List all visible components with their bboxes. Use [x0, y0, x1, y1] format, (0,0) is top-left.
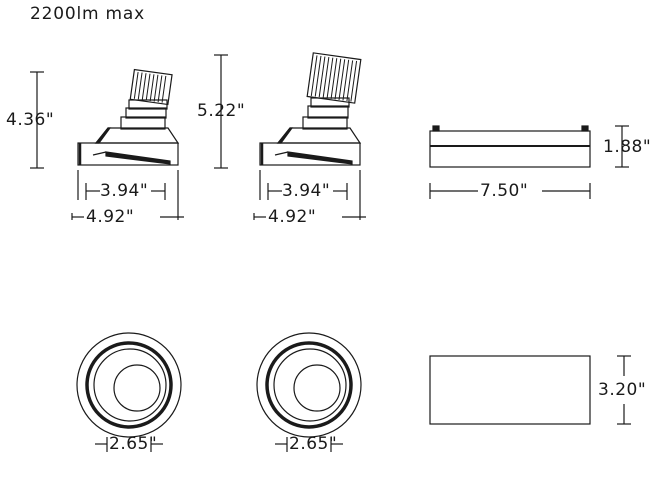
- housing-plan-view: [429, 355, 631, 425]
- aperture2-plan-view: [256, 332, 362, 452]
- aperture2-width-label: 2.65": [289, 434, 338, 454]
- fixture1-height-label: 4.36": [6, 110, 55, 130]
- fixture1-inner-width-label: 3.94": [100, 181, 149, 201]
- fixture1-side-view: [30, 68, 184, 220]
- housing-height-label: 1.88": [603, 137, 652, 157]
- housing-side-view: [429, 125, 629, 199]
- fixture1-outer-width-label: 4.92": [86, 207, 135, 227]
- fixture2-inner-width-label: 3.94": [282, 181, 331, 201]
- housing-plan-width-label: 3.20": [598, 380, 647, 400]
- housing-length-label: 7.50": [480, 181, 529, 201]
- aperture1-plan-view: [76, 332, 182, 452]
- aperture1-width-label: 2.65": [109, 434, 158, 454]
- fixture2-height-label: 5.22": [197, 101, 246, 121]
- fixture2-side-view: [214, 52, 366, 220]
- fixture2-outer-width-label: 4.92": [268, 207, 317, 227]
- lumen-caption: 2200lm max: [30, 4, 145, 24]
